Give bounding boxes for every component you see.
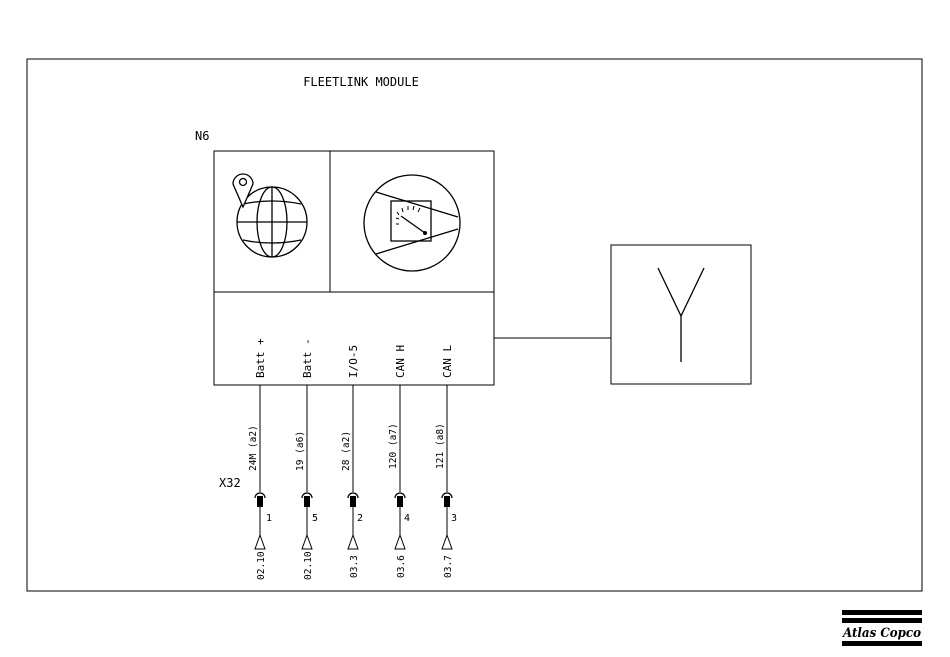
brand-logo: Atlas Copco: [841, 610, 922, 646]
connector-pin: [397, 496, 403, 507]
pin-number: 4: [404, 513, 410, 524]
connector-pin: [350, 496, 356, 507]
module-title: FLEETLINK MODULE: [303, 75, 419, 89]
cross-ref-label: 03.7: [443, 555, 454, 578]
module-ref-label: N6: [195, 129, 209, 143]
connector-pin: [304, 496, 310, 507]
cross-ref-label: 03.3: [349, 555, 360, 578]
wire-label: 120 (a7): [388, 423, 399, 469]
wire-label: 121 (a8): [435, 423, 446, 469]
pin-number: 5: [312, 513, 318, 524]
cross-ref-arrow: [302, 535, 312, 549]
signal-label: Batt +: [254, 338, 267, 378]
cross-ref-arrow: [255, 535, 265, 549]
signal-label: Batt -: [301, 338, 314, 378]
cross-ref-arrow: [348, 535, 358, 549]
signal-channel-5: CAN L 121 (a8) 3 03.7: [435, 345, 457, 578]
cross-ref-arrow: [442, 535, 452, 549]
wire-label: 28 (a2): [341, 431, 352, 471]
antenna-box: [611, 245, 751, 384]
gps-globe-icon: [233, 174, 307, 257]
pin-number: 2: [357, 513, 363, 524]
pin-number: 1: [266, 513, 272, 524]
antenna-icon: [658, 268, 704, 362]
signal-channel-3: I/O-5 28 (a2) 2 03.3: [341, 345, 363, 578]
cross-ref-label: 03.6: [396, 555, 407, 578]
signal-label: CAN L: [441, 345, 454, 378]
wire-label: 24M (a2): [248, 425, 259, 471]
signal-channel-2: Batt - 19 (a6) 5 02.10: [295, 338, 318, 580]
signal-label: CAN H: [394, 345, 407, 378]
connector-pin: [444, 496, 450, 507]
gauge-meter-icon: [364, 175, 460, 271]
brand-logo-text: Atlas Copco: [841, 626, 921, 641]
signal-channel-4: CAN H 120 (a7) 4 03.6: [388, 345, 410, 578]
wire-label: 19 (a6): [295, 431, 306, 471]
cross-ref-label: 02.10: [256, 551, 267, 580]
pin-number: 3: [451, 513, 457, 524]
cross-ref-arrow: [395, 535, 405, 549]
cross-ref-label: 02.10: [303, 551, 314, 580]
signal-label: I/O-5: [347, 345, 360, 378]
drawing-frame: [27, 59, 922, 591]
signal-channel-1: Batt + 24M (a2) 1 02.10: [248, 338, 272, 580]
connector-ref-label: X32: [219, 476, 241, 490]
connector-pin: [257, 496, 263, 507]
